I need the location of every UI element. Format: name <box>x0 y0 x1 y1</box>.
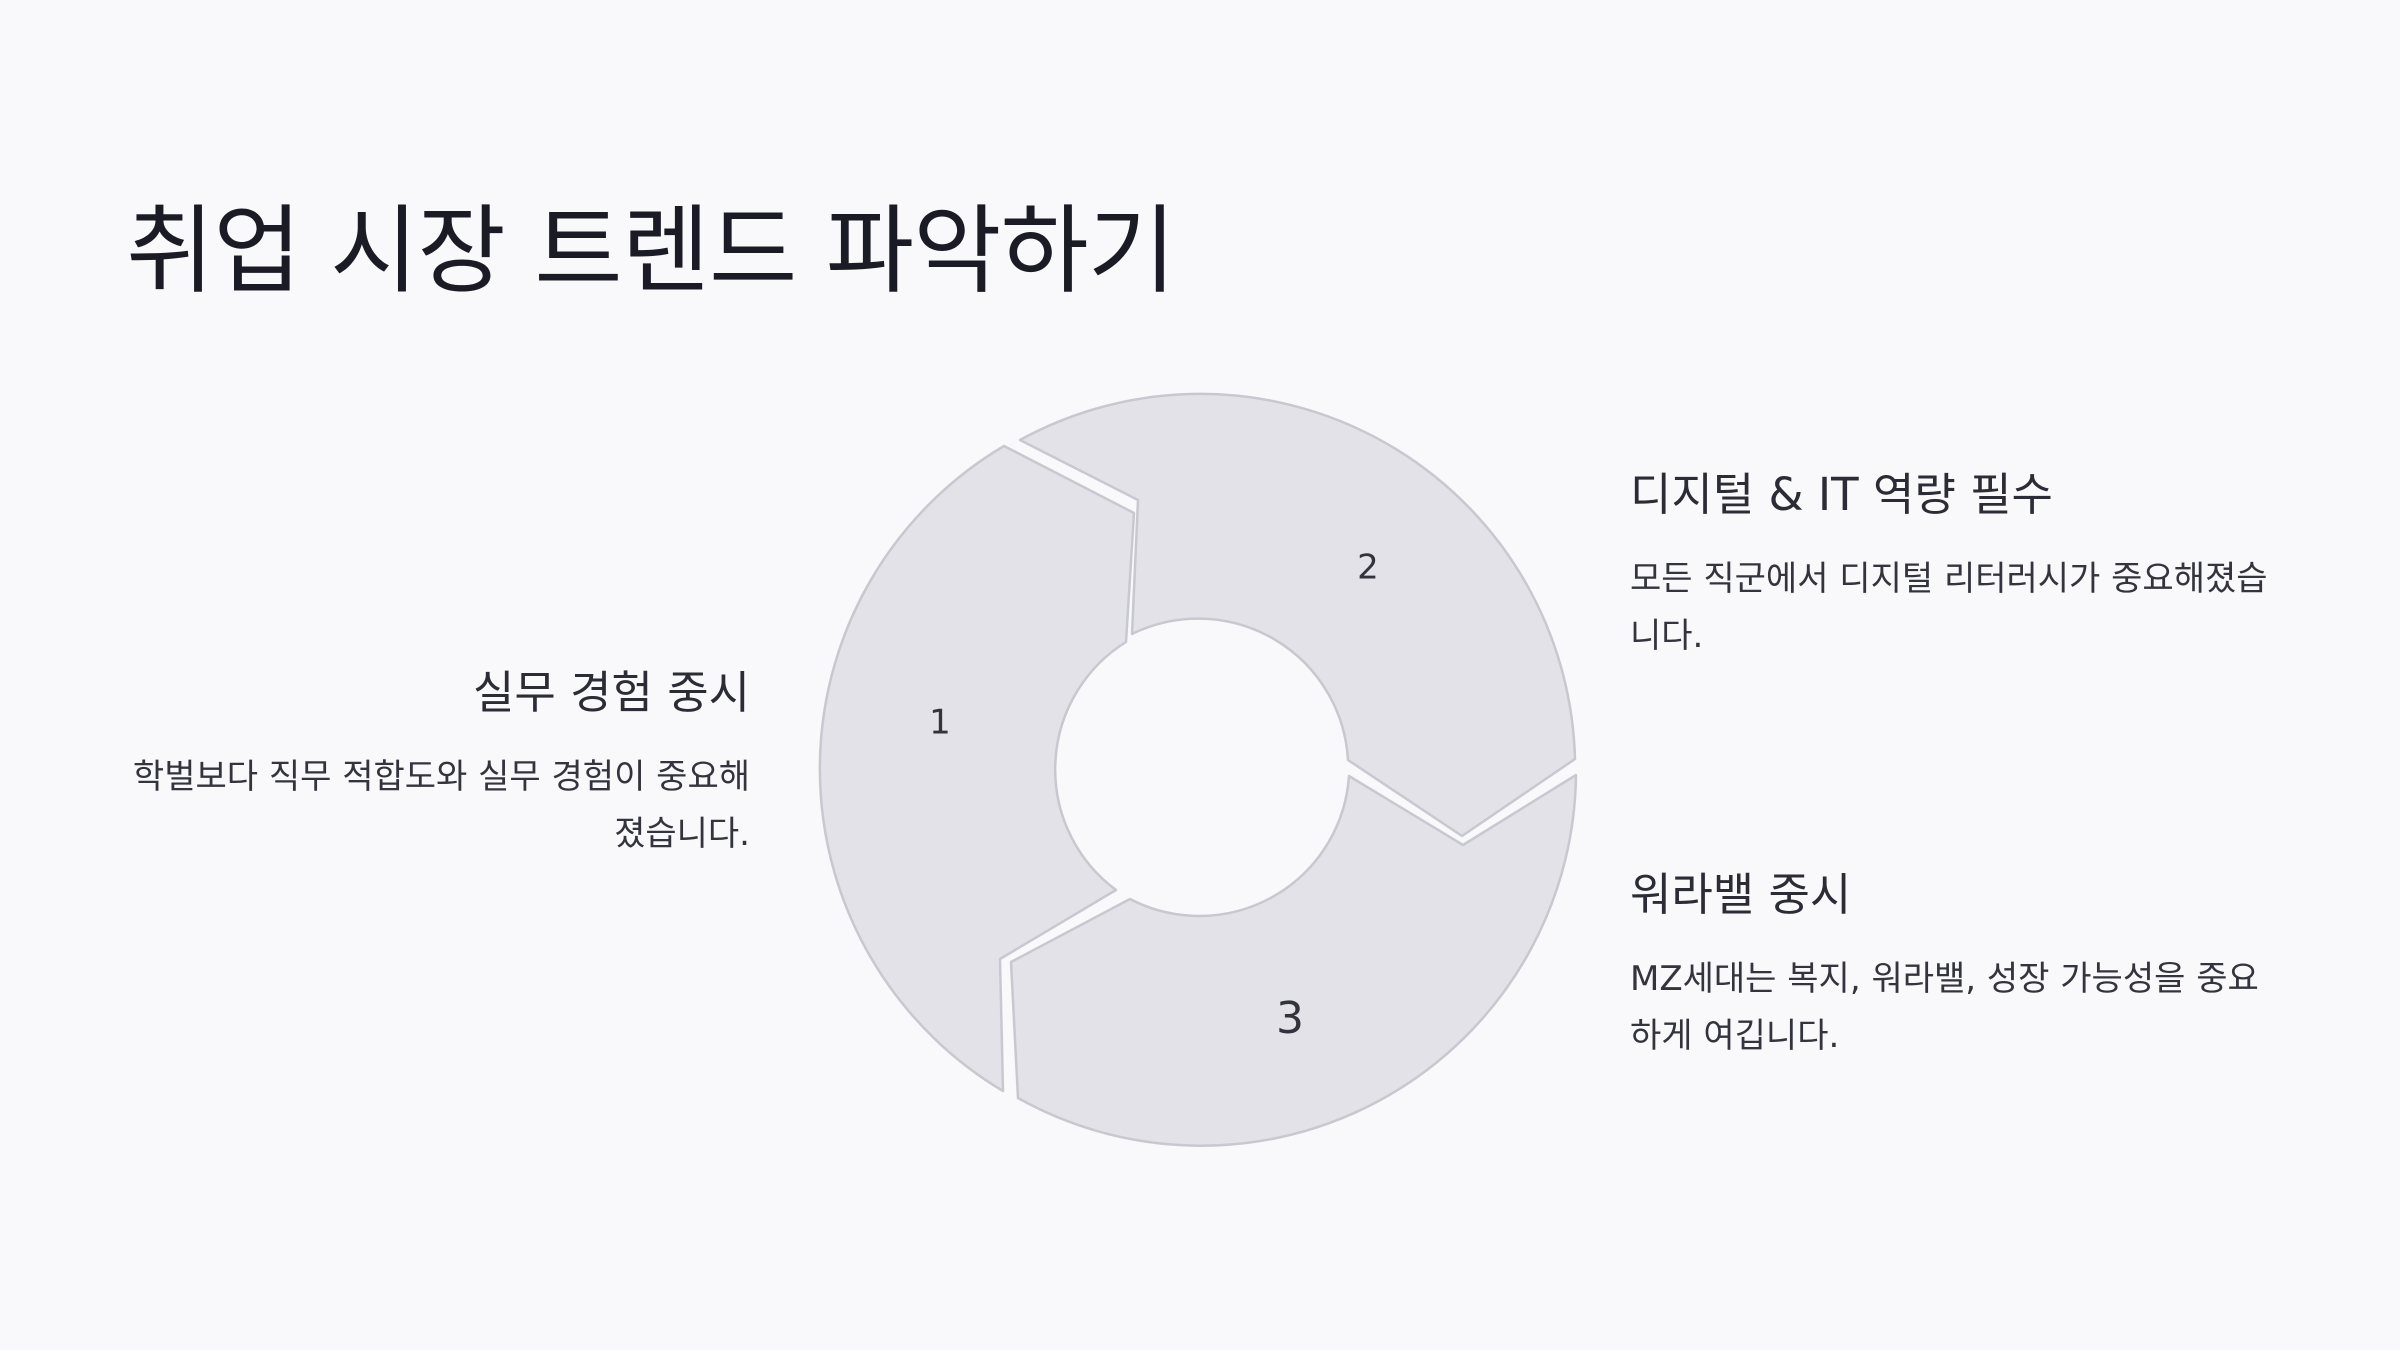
callout-digital-it: 디지털 & IT 역량 필수 모든 직군에서 디지털 리터러시가 중요해졌습니다… <box>1630 466 2270 665</box>
callout-body: MZ세대는 복지, 워라밸, 성장 가능성을 중요하게 여깁니다. <box>1630 958 2259 1056</box>
cycle-segment-2-number: 2 <box>1357 548 1379 588</box>
callout-work-life-balance: 워라밸 중시 MZ세대는 복지, 워라밸, 성장 가능성을 중요하게 여깁니다. <box>1630 866 2270 1065</box>
callout-heading: 워라밸 중시 <box>1630 868 1852 921</box>
cycle-segment-3 <box>1009 773 1578 1147</box>
callout-heading: 실무 경험 중시 <box>472 666 750 719</box>
page-title: 취업 시장 트렌드 파악하기 <box>126 195 1176 307</box>
callout-body: 모든 직군에서 디지털 리터러시가 중요해졌습니다. <box>1630 558 2268 656</box>
callout-body: 학벌보다 직무 적합도와 실무 경험이 중요해졌습니다. <box>132 756 750 854</box>
cycle-segment-2 <box>1018 392 1577 838</box>
cycle-segment-1 <box>818 444 1136 1093</box>
callout-practical-experience: 실무 경험 중시 학벌보다 직무 적합도와 실무 경험이 중요해졌습니다. <box>110 664 750 863</box>
cycle-segment-1-number: 1 <box>929 703 951 743</box>
callout-heading: 디지털 & IT 역량 필수 <box>1630 468 2053 521</box>
cycle-segment-3-number: 3 <box>1276 993 1304 1044</box>
